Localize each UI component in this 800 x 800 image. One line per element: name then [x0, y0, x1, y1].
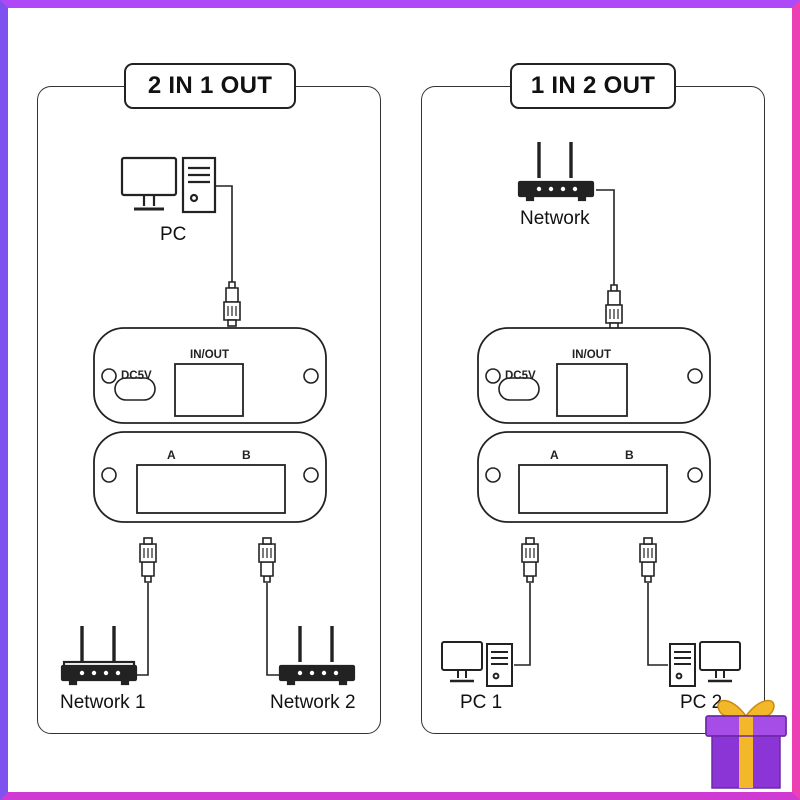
pc-icon — [441, 641, 513, 687]
left-panel-title: 2 IN 1 OUT — [124, 63, 296, 109]
router-icon — [517, 142, 595, 202]
top-device-label: PC — [160, 224, 187, 245]
network-2-label: Network 2 — [270, 692, 356, 713]
rj45-connector-icon — [521, 537, 539, 583]
in-out-port-label: IN/OUT — [190, 349, 229, 361]
network-1-label: Network 1 — [60, 692, 146, 713]
router-icon — [278, 626, 356, 686]
pc-icon — [120, 156, 217, 214]
rj45-connector-icon — [258, 537, 276, 583]
rj45-connector-icon — [605, 284, 623, 330]
top-device-label: Network — [520, 208, 590, 229]
port-a-label: A — [167, 448, 176, 462]
dc5v-label: DC5V — [121, 370, 152, 382]
pc-2-label: PC 2 — [680, 692, 723, 713]
port-a-label: A — [550, 448, 559, 462]
right-panel-title: 1 IN 2 OUT — [510, 63, 676, 109]
pc-1-label: PC 1 — [460, 692, 503, 713]
switch-top-panel — [477, 327, 711, 424]
rj45-connector-icon — [139, 537, 157, 583]
switch-top-panel — [93, 327, 327, 424]
port-b-label: B — [625, 448, 634, 462]
rj45-connector-icon — [223, 281, 241, 327]
switch-bottom-panel — [477, 431, 711, 523]
dc5v-label: DC5V — [505, 370, 536, 382]
pc-icon — [669, 641, 741, 687]
rj45-connector-icon — [639, 537, 657, 583]
switch-bottom-panel — [93, 431, 327, 523]
router-icon — [60, 626, 138, 686]
port-b-label: B — [242, 448, 251, 462]
gift-box-icon — [705, 699, 787, 789]
in-out-port-label: IN/OUT — [572, 349, 611, 361]
